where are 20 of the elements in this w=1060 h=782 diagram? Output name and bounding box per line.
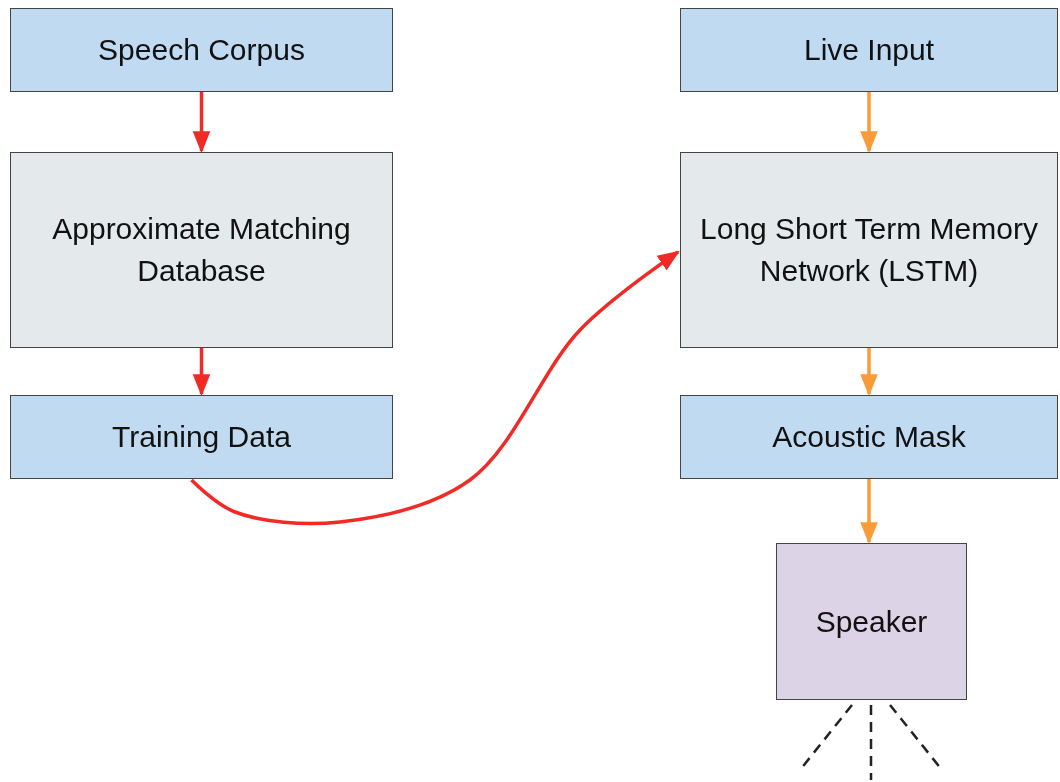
arrow [190, 250, 680, 526]
node-label: Speech Corpus [97, 32, 306, 68]
arrow [192, 92, 211, 154]
process-box [680, 152, 1058, 348]
node-label: Acoustic Mask [771, 419, 967, 455]
arrow [192, 348, 211, 397]
arrow [860, 92, 878, 154]
process-box [10, 152, 393, 348]
device-box [776, 543, 967, 700]
output-box [680, 395, 1058, 479]
node-label: Long Short Term Memory Network (LSTM) [699, 211, 1039, 289]
node-label: Training Data [111, 419, 292, 455]
node-label: Speaker [814, 603, 929, 640]
output-box [10, 395, 393, 479]
arrow [860, 348, 878, 397]
input-box [680, 8, 1058, 92]
input-box [10, 8, 393, 92]
node-label: Approximate Matching Database [51, 211, 352, 289]
arrow [860, 479, 878, 545]
node-label: Live Input [802, 32, 936, 68]
